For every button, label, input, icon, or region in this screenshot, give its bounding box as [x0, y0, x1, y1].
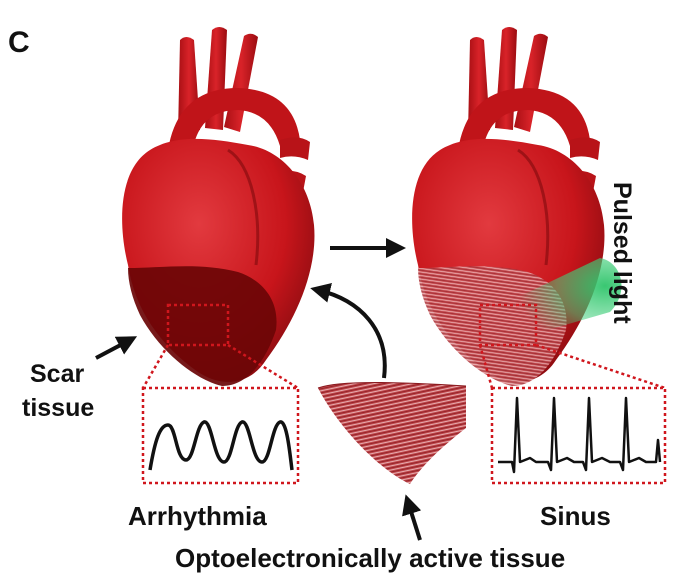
scar-focus-box: [166, 303, 230, 347]
pulsed-light-beam: [512, 258, 622, 338]
vessel: [224, 33, 258, 132]
scar-label-line2: tissue: [22, 394, 94, 422]
aortic-arch: [168, 88, 300, 154]
arrhythmia-trace: [148, 420, 294, 471]
vessel: [514, 33, 548, 132]
panel-letter: C: [8, 26, 30, 59]
arrhythmia-label: Arrhythmia: [128, 501, 267, 531]
right-heart: [412, 27, 622, 386]
tissue-pointer-arrow: [402, 494, 422, 541]
vessel: [280, 137, 310, 160]
aortic-arch: [458, 88, 590, 154]
vessel: [570, 137, 600, 160]
pulsed-light-label: Pulsed light: [608, 182, 636, 324]
inset-connector: [478, 344, 494, 389]
opto-tissue-label: Optoelectronically active tissue: [175, 543, 565, 573]
arrhythmia-inset: [141, 386, 300, 485]
sinus-trace: [498, 396, 662, 474]
sinus-label: Sinus: [540, 501, 611, 531]
left-heart: [122, 27, 315, 386]
scar-tissue-region: [128, 266, 277, 386]
inset-connector: [227, 343, 299, 390]
scar-pointer-arrow: [95, 336, 138, 360]
inset-connector: [535, 343, 666, 390]
scar-label-line1: Scar: [30, 360, 84, 388]
curved-arrow-icon: [310, 283, 387, 379]
sinus-inset: [490, 386, 667, 485]
optoelectronic-mesh: [317, 382, 467, 484]
inset-connector: [141, 344, 170, 389]
